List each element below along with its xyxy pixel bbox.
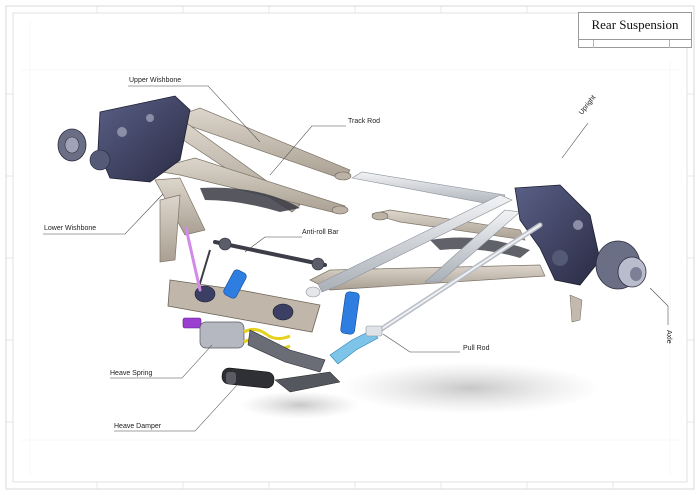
ground-shadow-small — [240, 391, 360, 419]
title-block: Rear Suspension — [578, 12, 692, 48]
leader-lower-wishbone — [43, 193, 164, 235]
frame-grid-faint — [20, 20, 680, 475]
label-lower-wishbone: Lower Wishbone — [44, 225, 97, 232]
heave-damper — [221, 367, 341, 393]
leader-heave-damper — [114, 383, 239, 432]
pull-rod-bracket — [329, 325, 383, 365]
sheet-frame-outer — [5, 5, 695, 490]
lower-wishbone — [149, 157, 349, 263]
label-pull-rod: Pull Rod — [463, 345, 490, 352]
leader-heave-spring — [110, 344, 213, 379]
sheet-frame-inner — [12, 12, 688, 483]
title-block-row — [579, 39, 691, 48]
label-heave-spring: Heave Spring — [110, 370, 153, 377]
leader-axle — [649, 287, 669, 325]
leader-lines — [43, 85, 669, 432]
label-upper-wishbone: Upper Wishbone — [129, 77, 182, 84]
title-block-cell — [593, 40, 670, 48]
heave-spring-assembly — [199, 321, 326, 373]
rocker-plate — [167, 279, 321, 333]
left-upright — [57, 95, 191, 183]
track-rod-right — [305, 171, 521, 298]
label-heave-damper: Heave Damper — [114, 423, 162, 430]
label-anti-roll-bar: Anti-roll Bar — [302, 229, 339, 236]
frame-ticks — [6, 6, 694, 489]
blue-dampers — [223, 269, 360, 335]
drawing-title: Rear Suspension — [591, 17, 679, 32]
purple-link — [182, 226, 202, 329]
leader-pull-rod — [382, 333, 460, 353]
title-block-cell — [669, 40, 690, 48]
leader-upright — [561, 122, 589, 159]
label-axle: Axle — [665, 330, 672, 344]
leader-anti-roll-bar — [244, 236, 302, 253]
label-track-rod: Track Rod — [348, 118, 381, 125]
leader-track-rod — [269, 125, 346, 176]
anti-roll-bar — [197, 237, 327, 291]
ground-shadow — [340, 362, 600, 414]
right-upright — [514, 184, 647, 323]
title-block-cell — [579, 40, 594, 48]
leader-upper-wishbone — [128, 85, 261, 143]
pull-rod — [377, 222, 543, 333]
